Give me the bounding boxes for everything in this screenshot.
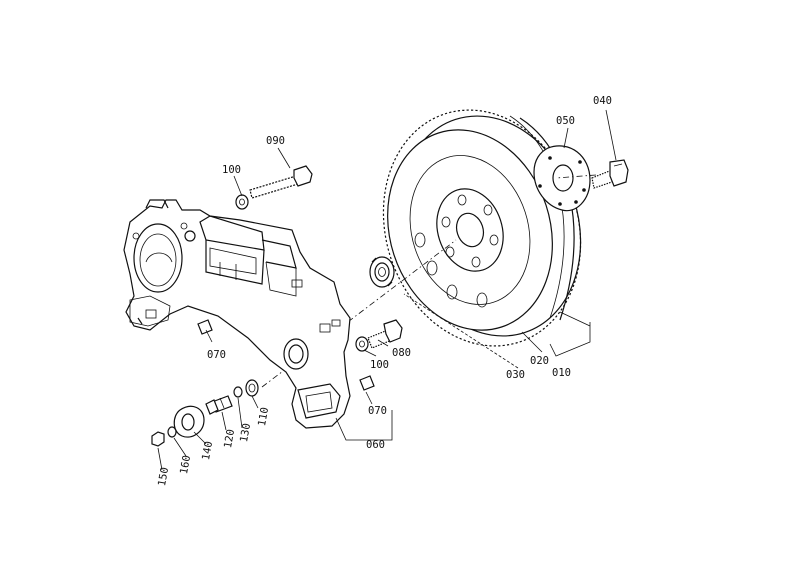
label-140: 140 bbox=[200, 440, 215, 461]
washer-160 bbox=[167, 426, 177, 438]
cover-plate-140 bbox=[173, 405, 205, 438]
label-110: 110 bbox=[256, 406, 271, 427]
washer-100-top bbox=[235, 194, 249, 210]
label-120: 120 bbox=[222, 428, 237, 449]
washer-100-right bbox=[355, 336, 369, 352]
label-040: 040 bbox=[593, 95, 612, 107]
label-070-right: 070 bbox=[368, 405, 387, 417]
bolt-080 bbox=[367, 319, 403, 349]
o-ring-110 bbox=[245, 379, 259, 397]
label-030: 030 bbox=[506, 369, 525, 381]
label-150: 150 bbox=[156, 466, 171, 487]
label-080: 080 bbox=[392, 347, 411, 359]
label-010: 010 bbox=[552, 367, 571, 379]
sensor-120 bbox=[205, 395, 233, 415]
label-100-right: 100 bbox=[370, 359, 389, 371]
label-130: 130 bbox=[238, 422, 253, 443]
part-number-labels: 040 050 090 100 070 080 100 070 060 110 … bbox=[156, 95, 612, 487]
flywheel-center-bore bbox=[455, 212, 485, 248]
label-090: 090 bbox=[266, 135, 285, 147]
label-160: 160 bbox=[178, 454, 193, 475]
label-050: 050 bbox=[556, 115, 575, 127]
flywheel-bolt-040 bbox=[591, 159, 629, 189]
label-020: 020 bbox=[530, 355, 549, 367]
label-070-left: 070 bbox=[207, 349, 226, 361]
label-100-top: 100 bbox=[222, 164, 241, 176]
washer-130 bbox=[233, 386, 243, 398]
pilot-bearing bbox=[369, 256, 395, 288]
leader-lines bbox=[157, 109, 617, 471]
flywheel-housing-060 bbox=[123, 199, 351, 429]
label-060: 060 bbox=[366, 439, 385, 451]
dowel-pin-070-left bbox=[197, 319, 213, 335]
flywheel-inner-ring bbox=[409, 155, 531, 305]
flywheel-face bbox=[387, 129, 553, 331]
dowel-pin-070-right bbox=[359, 375, 375, 391]
flywheel-outer-holes bbox=[414, 232, 488, 308]
flywheel-hub bbox=[436, 188, 504, 272]
nut-150 bbox=[151, 431, 165, 447]
bolt-090 bbox=[249, 165, 313, 199]
crank-plate-050 bbox=[533, 145, 591, 212]
hub-bolt-holes bbox=[441, 194, 499, 268]
